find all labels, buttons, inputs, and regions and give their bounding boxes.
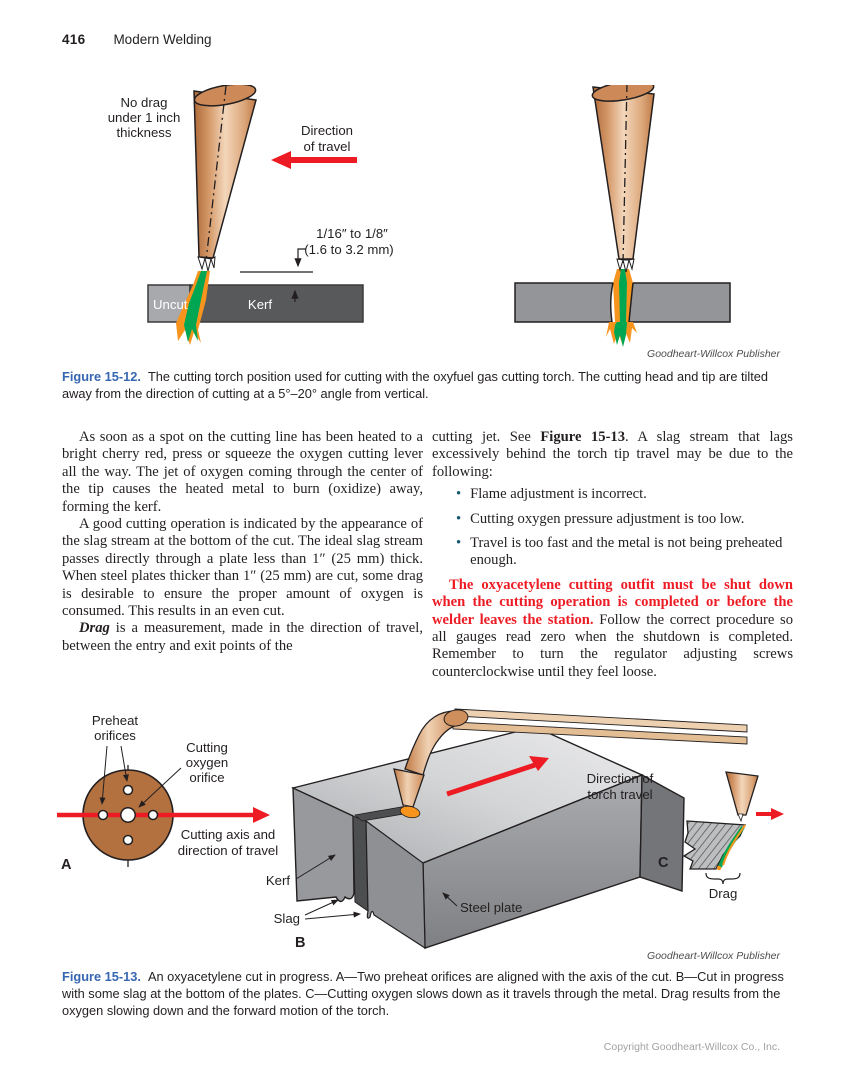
paragraph-text: . A slag stream that lags excessively be… (432, 429, 793, 480)
figure-15-13-illustration: Preheat orifices Cutting oxygen orifice … (57, 708, 784, 951)
svg-text:1/16″ to 1/8″: 1/16″ to 1/8″ (316, 226, 388, 241)
torch-travel-label: Direction of torch travel (587, 771, 654, 802)
svg-text:orifices: orifices (94, 728, 136, 743)
paragraph-text: As soon as a spot on the cutting line ha… (62, 429, 423, 515)
cutting-oxygen-orifice (120, 807, 136, 823)
direction-of-travel-label: Direction of travel (301, 123, 353, 154)
svg-text:Direction of: Direction of (587, 771, 654, 786)
part-c-letter: C (658, 855, 669, 871)
part-c-drag-detail: Drag C (658, 771, 784, 901)
torch-axis-centerline (622, 85, 628, 264)
cut-slice-face (292, 786, 355, 903)
plate-left (147, 284, 364, 323)
paragraph-text: Follow the correct procedure so all gaug… (432, 611, 793, 680)
paragraph-text: is a measurement, made in the direction … (62, 620, 423, 654)
svg-text:Preheat: Preheat (92, 713, 139, 728)
metal-cross-section (682, 820, 746, 870)
part-b-letter: B (295, 935, 305, 951)
figure-15-13-caption: Figure 15-13.An oxyacetylene cut in prog… (62, 968, 794, 1019)
svg-text:(1.6 to 3.2 mm): (1.6 to 3.2 mm) (304, 242, 393, 257)
preheat-orifices-label: Preheat orifices (92, 713, 139, 743)
cutting-axis-label: Cutting axis and direction of travel (178, 827, 278, 858)
list-item: • Travel is too fast and the metal is no… (432, 535, 793, 570)
svg-text:of travel: of travel (304, 139, 351, 154)
torch-axis-centerline (205, 85, 227, 262)
steel-plate-end-face (639, 773, 685, 892)
figure-15-12-illustration: Uncut Kerf No drag under 1 inch thicknes… (108, 85, 731, 347)
svg-text:Cutting: Cutting (186, 740, 228, 755)
figure-15-13-caption-label: Figure 15-13. (62, 969, 141, 984)
svg-text:oxygen: oxygen (186, 755, 229, 770)
page-number: 416 (62, 32, 86, 47)
list-item-text: Flame adjustment is incorrect. (470, 486, 647, 503)
paragraph: The oxyacetylene cutting outfit must be … (432, 577, 793, 681)
bullet-list: • Flame adjustment is incorrect. • Cutti… (432, 486, 793, 570)
part-a-tip-end-view: Preheat orifices Cutting oxygen orifice … (57, 713, 278, 873)
svg-text:under 1 inch: under 1 inch (108, 110, 181, 125)
drag-brace (705, 872, 741, 885)
svg-text:No drag: No drag (121, 95, 168, 110)
figure-15-12-caption-text: The cutting torch position used for cutt… (62, 369, 769, 401)
bullet-icon: • (456, 486, 462, 503)
figure-15-13-credit: Goodheart-Willcox Publisher (647, 950, 780, 962)
svg-text:torch travel: torch travel (587, 787, 652, 802)
paragraph-text: A good cutting operation is indicated by… (62, 516, 423, 620)
paragraph-text: cutting jet. See (432, 429, 541, 445)
cutting-flame-right (606, 269, 637, 347)
tip-distance-dimension: 1/16″ to 1/8″ (1.6 to 3.2 mm) (240, 226, 394, 302)
steel-plate-callout: Steel plate (460, 900, 522, 915)
kerf-callout: Kerf (266, 873, 291, 888)
plate-right (514, 282, 731, 323)
cutting-flame-left (176, 271, 210, 345)
svg-text:thickness: thickness (117, 125, 172, 140)
torch-tip-prongs (197, 256, 216, 272)
part-b-cut-in-progress: Direction of torch travel Kerf Slag Stee… (266, 708, 748, 951)
svg-text:direction of travel: direction of travel (178, 843, 278, 858)
list-item-text: Cutting oxygen pressure adjustment is to… (470, 510, 745, 527)
body-column-left: As soon as a spot on the cutting line ha… (62, 429, 423, 655)
paragraph: A good cutting operation is indicated by… (62, 516, 423, 620)
copyright-notice: Copyright Goodheart-Willcox Co., Inc. (603, 1041, 780, 1053)
body-column-right: cutting jet. See Figure 15-13. A slag st… (432, 429, 793, 681)
page-header: 416 Modern Welding (62, 32, 212, 47)
figure-15-13-caption-text: An oxyacetylene cut in progress. A—Two p… (62, 969, 784, 1018)
torch-tip (725, 771, 759, 816)
bullet-icon: • (456, 510, 462, 527)
paragraph: cutting jet. See Figure 15-13. A slag st… (432, 429, 793, 481)
direction-of-travel-arrow (271, 151, 357, 169)
cutting-torch-tilted (193, 85, 257, 272)
kerf-label: Kerf (248, 297, 273, 312)
figure-reference: Figure 15-13 (540, 429, 626, 445)
paragraph: As soon as a spot on the cutting line ha… (62, 429, 423, 516)
torch-travel-arrow (446, 756, 549, 797)
svg-text:Direction: Direction (301, 123, 353, 138)
flame-spot (399, 805, 421, 819)
list-item-text: Travel is too fast and the metal is not … (470, 535, 783, 569)
cutting-torch (393, 708, 748, 819)
running-title: Modern Welding (113, 32, 212, 47)
drag-label: Drag (709, 886, 738, 901)
list-item: • Flame adjustment is incorrect. (432, 486, 793, 503)
svg-text:orifice: orifice (189, 770, 224, 785)
uncut-label: Uncut (153, 297, 188, 312)
slag-callout: Slag (274, 911, 300, 926)
bullet-icon: • (456, 535, 462, 552)
torch-tip-prongs (616, 258, 635, 273)
list-item: • Cutting oxygen pressure adjustment is … (432, 511, 793, 528)
cutting-oxygen-orifice-label: Cutting oxygen orifice (186, 740, 229, 785)
travel-arrow (756, 808, 784, 820)
paragraph: Drag is a measurement, made in the direc… (62, 620, 423, 655)
figure-15-12-caption-label: Figure 15-12. (62, 369, 141, 384)
safety-warning-text: The oxyacetylene cutting outfit must be … (432, 576, 793, 628)
part-a-letter: A (61, 857, 72, 873)
orifices (97, 784, 159, 846)
no-drag-note: No drag under 1 inch thickness (108, 95, 181, 140)
cutting-torch-vertical (591, 85, 655, 273)
term-drag: Drag (79, 620, 110, 637)
figure-15-12-caption: Figure 15-12.The cutting torch position … (62, 368, 792, 402)
figure-15-12-credit: Goodheart-Willcox Publisher (647, 348, 780, 360)
svg-text:Cutting axis and: Cutting axis and (181, 827, 276, 842)
